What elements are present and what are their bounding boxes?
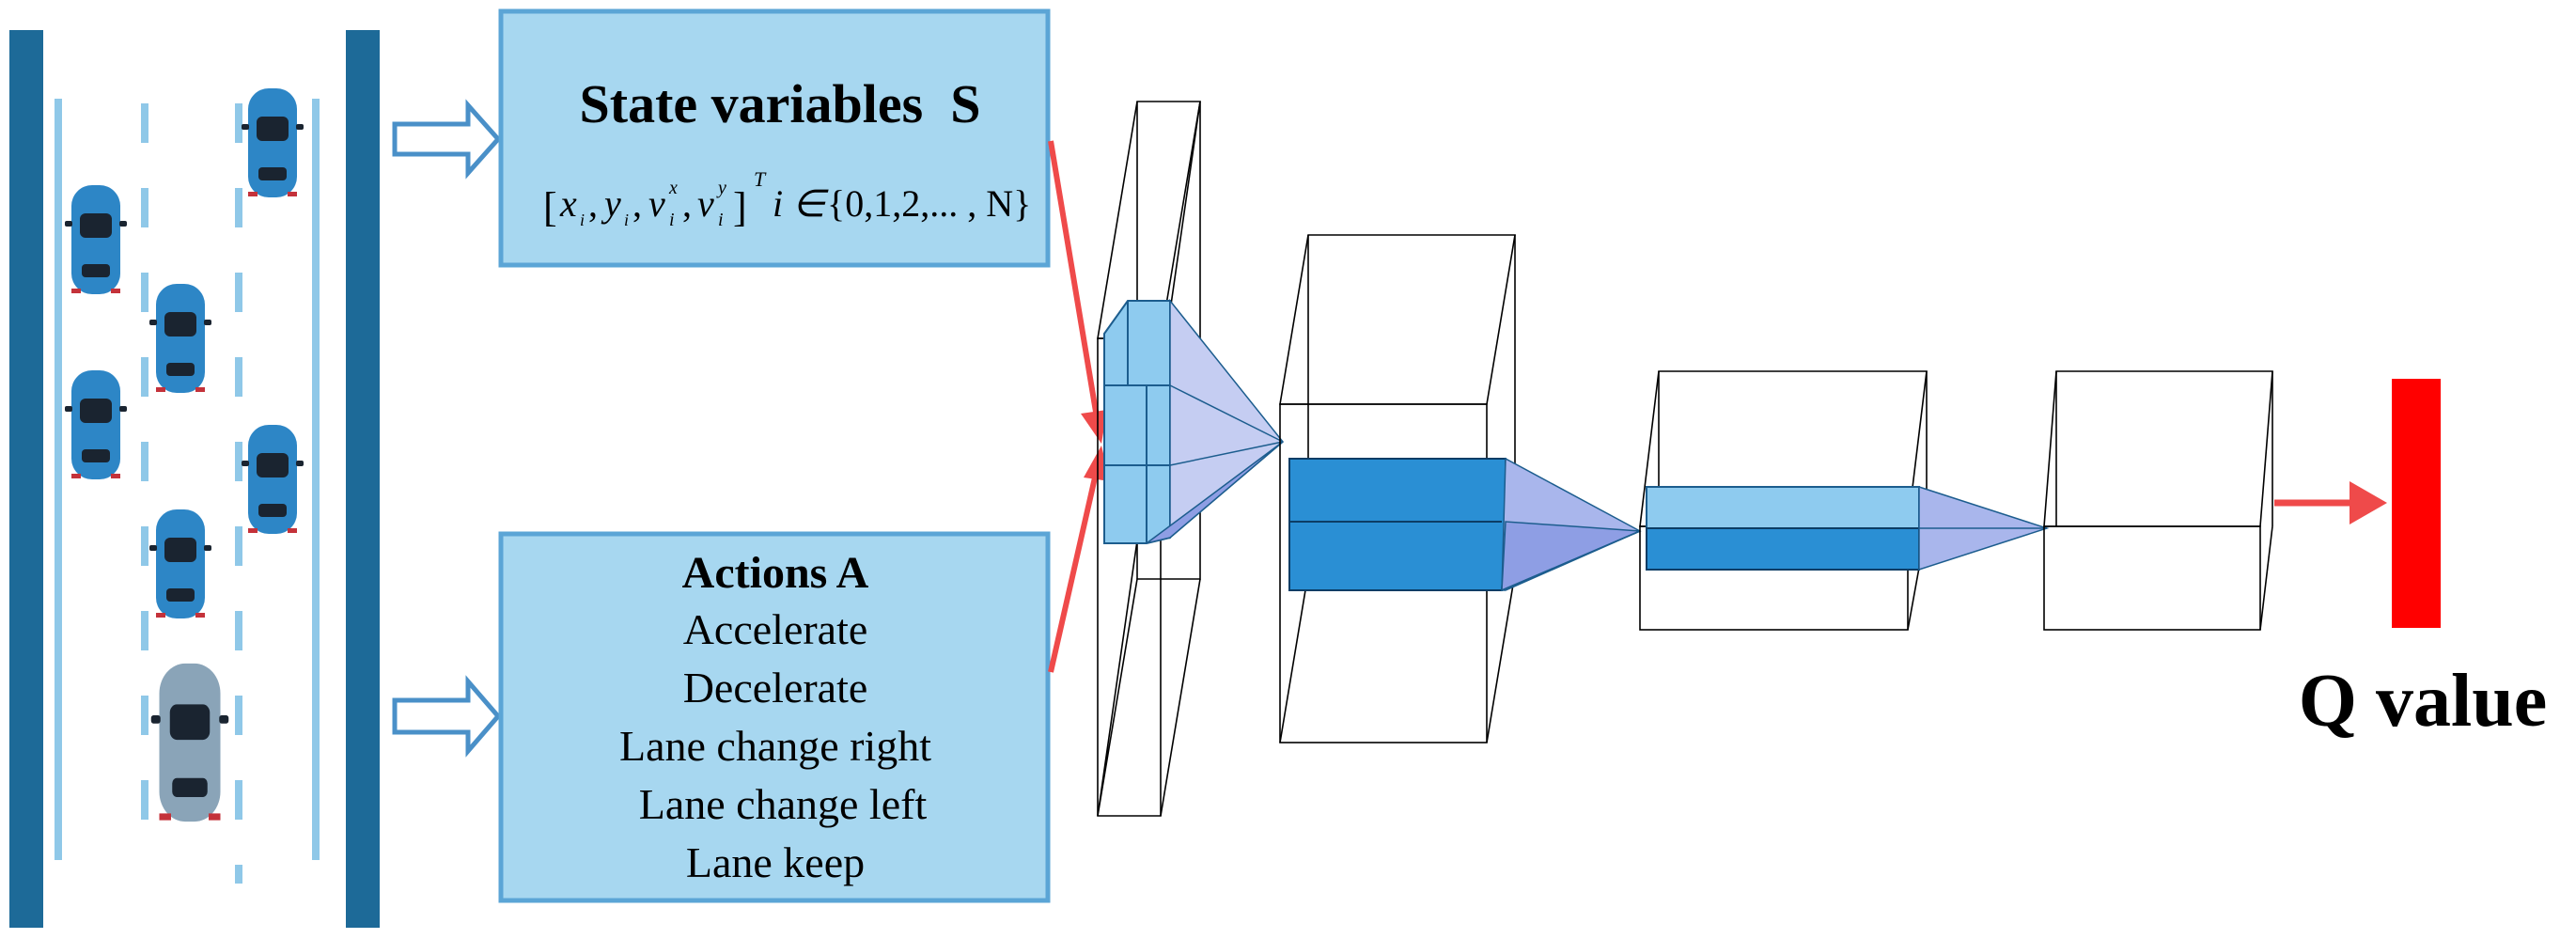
formula-y: y bbox=[601, 182, 621, 225]
formula-vy: v bbox=[697, 182, 714, 225]
formula-comma-3: , bbox=[682, 182, 692, 225]
formula-bracket-open: [ bbox=[543, 184, 557, 230]
car bbox=[65, 370, 127, 479]
car bbox=[149, 284, 211, 393]
network-layer-4 bbox=[2043, 370, 2273, 631]
cars bbox=[65, 88, 304, 822]
action-item: Lane keep bbox=[686, 838, 865, 886]
arrow-head bbox=[1081, 410, 1107, 444]
state-input-arrow bbox=[392, 99, 502, 180]
q-value-label: Q value bbox=[2299, 660, 2547, 743]
formula-set: {0,1,2,... , N} bbox=[827, 182, 1031, 225]
formula-x-sub: i bbox=[580, 211, 585, 229]
state-box: State variables S [ x i , y i , v x i , … bbox=[498, 8, 1051, 268]
layer-1-kernel bbox=[1103, 298, 1285, 544]
action-item: Accelerate bbox=[683, 605, 868, 653]
actions-box-title: Actions A bbox=[682, 548, 869, 598]
formula-transpose: T bbox=[754, 167, 767, 191]
formula-vy-sub: i bbox=[718, 210, 724, 230]
q-value-bar bbox=[2392, 379, 2441, 628]
layer-2-feature-map bbox=[1288, 457, 1642, 592]
action-item: Decelerate bbox=[683, 664, 868, 712]
formula-comma-1: , bbox=[588, 182, 598, 225]
input-arrows bbox=[392, 99, 502, 758]
formula-i-in: i ∈ bbox=[773, 182, 829, 225]
output: Q value bbox=[2274, 379, 2547, 743]
car bbox=[242, 425, 304, 534]
actions-box: Actions A Accelerate Decelerate Lane cha… bbox=[498, 531, 1051, 903]
formula-x: x bbox=[559, 182, 577, 225]
ego-car bbox=[150, 663, 229, 822]
action-to-network-arrow bbox=[1048, 464, 1101, 673]
formula-vy-sup: y bbox=[716, 178, 726, 198]
formula-vx-sup: x bbox=[668, 178, 678, 198]
network-input-arrows bbox=[1048, 140, 1110, 673]
formula-y-sub: i bbox=[624, 211, 629, 229]
car bbox=[65, 185, 127, 294]
action-item: Lane change left bbox=[639, 780, 928, 828]
car bbox=[149, 509, 211, 618]
layer-3-feature-map bbox=[1646, 485, 2050, 571]
action-item: Lane change right bbox=[619, 722, 931, 770]
arrow-head bbox=[2350, 481, 2387, 524]
road-border-left bbox=[9, 30, 43, 928]
formula-bracket-close: ] bbox=[733, 184, 747, 230]
state-to-network-arrow bbox=[1048, 140, 1101, 424]
state-box-title: State variables S bbox=[580, 73, 981, 134]
formula-comma-2: , bbox=[632, 182, 642, 225]
formula-vx: v bbox=[648, 182, 665, 225]
state-formula: [ x i , y i , v x i , v y i ] T i ∈ {0,1… bbox=[543, 167, 1031, 230]
action-input-arrow bbox=[392, 675, 502, 758]
road-border-right bbox=[346, 30, 380, 928]
road bbox=[9, 30, 380, 928]
formula-vx-sub: i bbox=[669, 210, 675, 230]
car bbox=[242, 88, 304, 197]
